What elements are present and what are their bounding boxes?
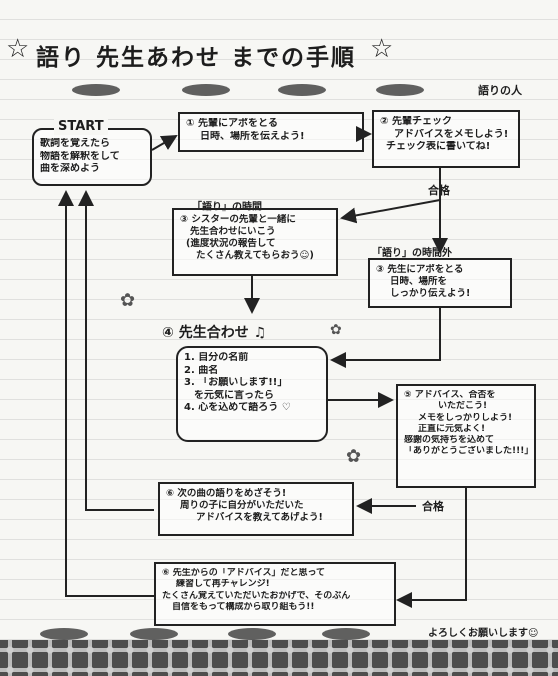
step5-line: 感謝の気持ちを込めて (404, 435, 495, 445)
step3b-line: 日時、場所を (390, 275, 448, 287)
step6a-line: ⑥ 次の曲の語りをめざそう! (166, 488, 287, 499)
star-icon: ☆ (370, 34, 394, 64)
star-icon: ☆ (6, 34, 30, 64)
step1-line: 日時、場所を伝えよう! (200, 130, 305, 142)
step1-line: ① 先輩にアポをとる (186, 118, 278, 129)
step6b-box: ⑥ 先生からの「アドバイス」だと思って 練習して再チャレンジ! たくさん覚えてい… (154, 562, 396, 626)
step6b-line: 練習して再チャレンジ! (176, 579, 270, 590)
step1-box: ① 先輩にアポをとる 日時、場所を伝えよう! (178, 112, 364, 152)
step4-label: ④ 先生合わせ ♫ (162, 325, 267, 341)
start-line: 物語を解釈をして (40, 150, 120, 162)
stamp-icon (322, 628, 370, 640)
step5-line: ⑤ アドバイス、合否を (404, 390, 496, 400)
step5-line: メモをしっかりしよう! (418, 412, 513, 423)
footer-text: よろしくお願いします☺ (428, 628, 539, 639)
step4-box: 1. 自分の名前 2. 曲名 3. 「お願いします!!」 を元気に言ったら 4.… (176, 346, 328, 442)
decorative-border (0, 640, 558, 676)
stamp-icon (40, 628, 88, 640)
step2-line: チェック表に書いてね! (386, 141, 491, 152)
page-title: 語り 先生あわせ までの手順 (36, 45, 357, 71)
step2-line: アドバイスをメモしよう! (394, 128, 509, 140)
step3-box: ③ シスターの先輩と一緒に 先生合わせにいこう (進度状況の報告して たくさん教… (172, 208, 338, 276)
pass-label: 合格 (422, 500, 444, 513)
step6b-line: たくさん覚えていただいたおかげで、そのぶん (162, 590, 351, 601)
step3-line: 先生合わせにいこう (190, 225, 276, 237)
step6b-line: ⑥ 先生からの「アドバイス」だと思って (162, 568, 326, 578)
time-label-outside-class: 「語り」の時間外 (372, 248, 452, 259)
stamp-icon (228, 628, 276, 640)
stamp-icon (182, 84, 230, 96)
step3-line: たくさん教えてもらおう☺) (196, 249, 314, 261)
step3b-line: ③ 先生にアポをとる (376, 264, 464, 275)
start-heading: START (54, 119, 108, 136)
step2-line: ② 先輩チェック (380, 116, 452, 127)
step5-line: いただこう! (438, 401, 488, 412)
step4-line: 3. 「お願いします!!」 (184, 377, 288, 388)
start-box: START 歌詞を覚えたら 物語を解釈をして 曲を深めよう (32, 119, 152, 186)
step5-line: 「ありがとうございました!!!」 (404, 446, 528, 457)
step6a-line: アドバイスを教えてあげよう! (196, 511, 323, 523)
step4-line: 1. 自分の名前 (184, 352, 249, 363)
time-label-in-class: 「語り」の時間 (192, 198, 262, 213)
stamp-icon (278, 84, 326, 96)
step3b-line: しっかり伝えよう! (390, 287, 471, 299)
step2-box: ② 先輩チェック アドバイスをメモしよう! チェック表に書いてね! (372, 110, 520, 168)
stamp-icon (130, 628, 178, 640)
step6a-line: 周りの子に自分がいただいた (180, 499, 304, 511)
step3-line: ③ シスターの先輩と一緒に (180, 214, 296, 225)
step5-line: 正直に元気よく! (418, 423, 486, 434)
flower-icon: ✿ (330, 322, 342, 338)
flower-icon: ✿ (120, 290, 136, 311)
step4-line: 2. 曲名 (184, 364, 219, 376)
start-line: 歌詞を覚えたら (40, 138, 110, 149)
step3-line: (進度状況の報告して (186, 237, 276, 249)
step5-box: ⑤ アドバイス、合否を いただこう! メモをしっかりしよう! 正直に元気よく! … (396, 384, 536, 488)
stamp-icon (376, 84, 424, 96)
header-right-label: 語りの人 (478, 84, 522, 97)
step4-line: を元気に言ったら (194, 389, 274, 401)
flower-icon: ✿ (346, 446, 362, 467)
step6a-box: ⑥ 次の曲の語りをめざそう! 周りの子に自分がいただいた アドバイスを教えてあげ… (158, 482, 354, 536)
step6b-line: 自信をもって構成から取り組もう!! (172, 601, 315, 612)
step4-line: 4. 心を込めて語ろう ♡ (184, 402, 291, 413)
stamp-icon (72, 84, 120, 96)
start-line: 曲を深めよう (40, 163, 100, 174)
step3b-box: ③ 先生にアポをとる 日時、場所を しっかり伝えよう! (368, 258, 512, 308)
